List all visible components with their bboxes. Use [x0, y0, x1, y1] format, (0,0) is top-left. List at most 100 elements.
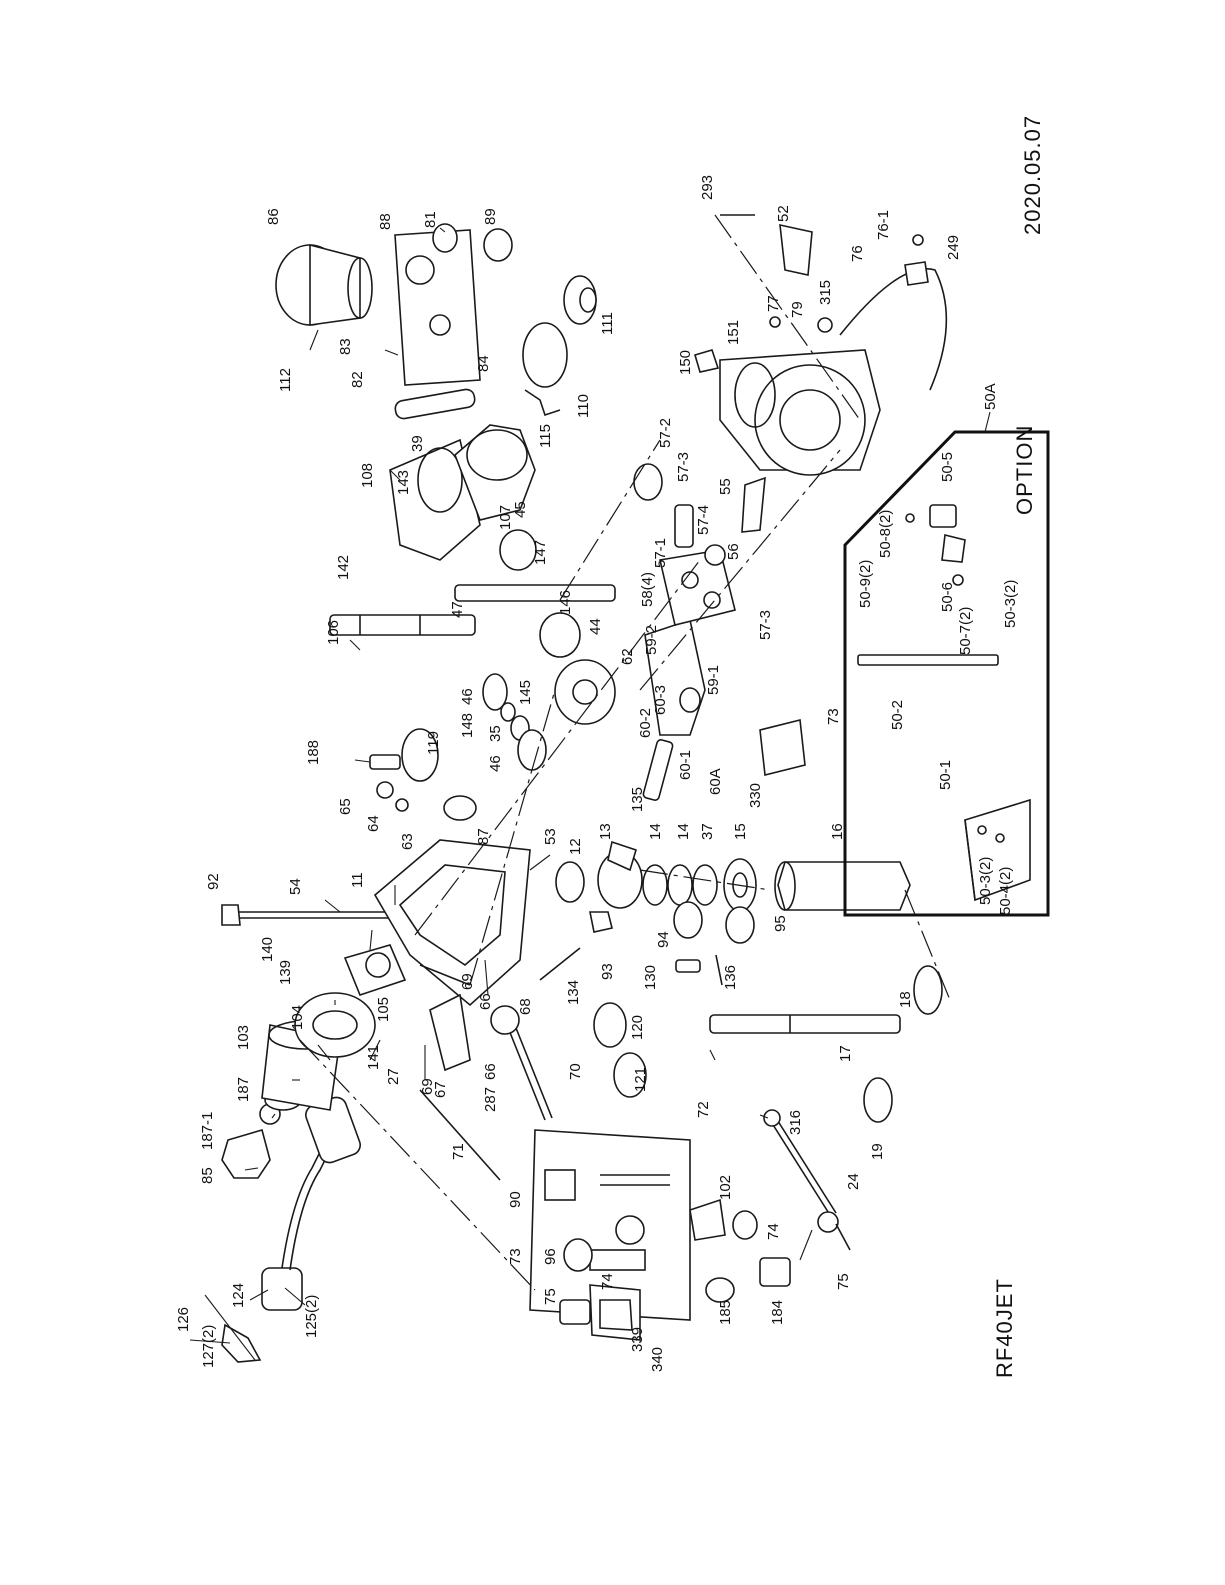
- label-143: 143: [395, 470, 412, 495]
- label-46-a: 46: [459, 688, 476, 705]
- label-136: 136: [722, 965, 739, 990]
- label-73-b: 73: [825, 708, 842, 725]
- labels: 126 127(2) 124 125(2) 85 187-1 187 103 1…: [175, 115, 1045, 1378]
- label-17: 17: [837, 1045, 854, 1062]
- label-151: 151: [725, 320, 742, 345]
- label-50-6: 50-6: [939, 582, 956, 612]
- label-83: 83: [337, 338, 354, 355]
- label-24: 24: [845, 1173, 862, 1190]
- model-label: RF40JET: [992, 1278, 1017, 1378]
- label-19: 19: [869, 1143, 886, 1160]
- label-142: 142: [335, 555, 352, 580]
- label-58-4: 58(4): [639, 572, 656, 607]
- label-60A: 60A: [707, 768, 724, 795]
- label-106: 106: [325, 620, 342, 645]
- label-50A: 50A: [982, 383, 999, 410]
- label-187: 187: [235, 1077, 252, 1102]
- label-103: 103: [235, 1025, 252, 1050]
- label-88: 88: [377, 213, 394, 230]
- label-95: 95: [772, 915, 789, 932]
- label-50-5: 50-5: [939, 452, 956, 482]
- label-249: 249: [945, 235, 962, 260]
- label-130: 130: [642, 965, 659, 990]
- label-184: 184: [769, 1300, 786, 1325]
- label-75-b: 75: [835, 1273, 852, 1290]
- label-141: 141: [365, 1045, 382, 1070]
- label-47: 47: [449, 601, 466, 618]
- label-11: 11: [349, 872, 366, 888]
- label-39: 39: [409, 435, 426, 452]
- label-56: 56: [725, 543, 742, 560]
- label-135: 135: [629, 787, 646, 812]
- label-115: 115: [537, 424, 554, 448]
- label-50-8-2: 50-8(2): [877, 510, 894, 558]
- label-27: 27: [385, 1068, 402, 1085]
- label-66-a: 66: [482, 1063, 499, 1080]
- label-62: 62: [619, 648, 636, 665]
- label-102: 102: [717, 1175, 734, 1200]
- label-54: 54: [287, 878, 304, 895]
- label-50-4-2: 50-4(2): [997, 867, 1014, 915]
- label-68: 68: [517, 998, 534, 1015]
- label-57-4: 57-4: [695, 505, 712, 535]
- label-35: 35: [487, 725, 504, 742]
- label-15: 15: [732, 823, 749, 840]
- label-121: 121: [632, 1067, 649, 1092]
- label-79: 79: [789, 301, 806, 318]
- label-73-a: 73: [507, 1248, 524, 1265]
- label-74-a: 74: [599, 1273, 616, 1290]
- label-92: 92: [205, 873, 222, 890]
- label-124: 124: [230, 1283, 247, 1308]
- label-69-b: 69: [459, 973, 476, 990]
- label-59-1: 59-1: [705, 665, 722, 695]
- label-53: 53: [542, 828, 559, 845]
- label-81: 81: [422, 211, 439, 228]
- label-111: 111: [599, 312, 616, 335]
- label-18: 18: [897, 991, 914, 1008]
- label-125-2: 125(2): [303, 1295, 320, 1338]
- label-150: 150: [677, 350, 694, 375]
- label-104: 104: [289, 1005, 306, 1030]
- label-140: 140: [259, 937, 276, 962]
- label-70: 70: [567, 1063, 584, 1080]
- label-188: 188: [305, 740, 322, 765]
- label-50-9-2: 50-9(2): [857, 560, 874, 608]
- label-82: 82: [349, 371, 366, 388]
- option-title: OPTION: [1012, 425, 1037, 515]
- label-108: 108: [359, 463, 376, 488]
- label-46-b: 46: [487, 755, 504, 772]
- label-120: 120: [629, 1015, 646, 1040]
- date-label: 2020.05.07: [1020, 115, 1045, 235]
- label-127-2: 127(2): [200, 1325, 217, 1368]
- label-14-a: 14: [647, 823, 664, 840]
- label-316: 316: [787, 1110, 804, 1135]
- label-13: 13: [597, 823, 614, 840]
- label-76: 76: [849, 245, 866, 262]
- label-50-3-a: 50-3(2): [977, 857, 994, 905]
- leader-lines: [189, 227, 813, 1344]
- label-69-a: 69: [419, 1078, 436, 1095]
- label-146: 146: [557, 590, 574, 615]
- label-50-2: 50-2: [889, 700, 906, 730]
- label-90: 90: [507, 1191, 524, 1208]
- label-60-2: 60-2: [637, 708, 654, 738]
- label-37: 37: [699, 823, 716, 840]
- label-134: 134: [565, 980, 582, 1005]
- label-71: 71: [450, 1143, 467, 1160]
- label-12: 12: [567, 838, 584, 855]
- label-59-2: 59-2: [643, 625, 660, 655]
- assembly-lines: [299, 214, 951, 1291]
- parts-drawing: [204, 214, 948, 1363]
- label-44: 44: [587, 618, 604, 635]
- label-66-b: 66: [477, 993, 494, 1010]
- label-339: 339: [629, 1327, 646, 1352]
- label-112: 112: [277, 368, 294, 392]
- label-16: 16: [829, 823, 846, 840]
- label-85: 85: [199, 1167, 216, 1184]
- label-55: 55: [717, 478, 734, 495]
- label-74-b: 74: [765, 1223, 782, 1240]
- label-52: 52: [775, 205, 792, 222]
- label-94: 94: [655, 931, 672, 948]
- label-287: 287: [482, 1087, 499, 1112]
